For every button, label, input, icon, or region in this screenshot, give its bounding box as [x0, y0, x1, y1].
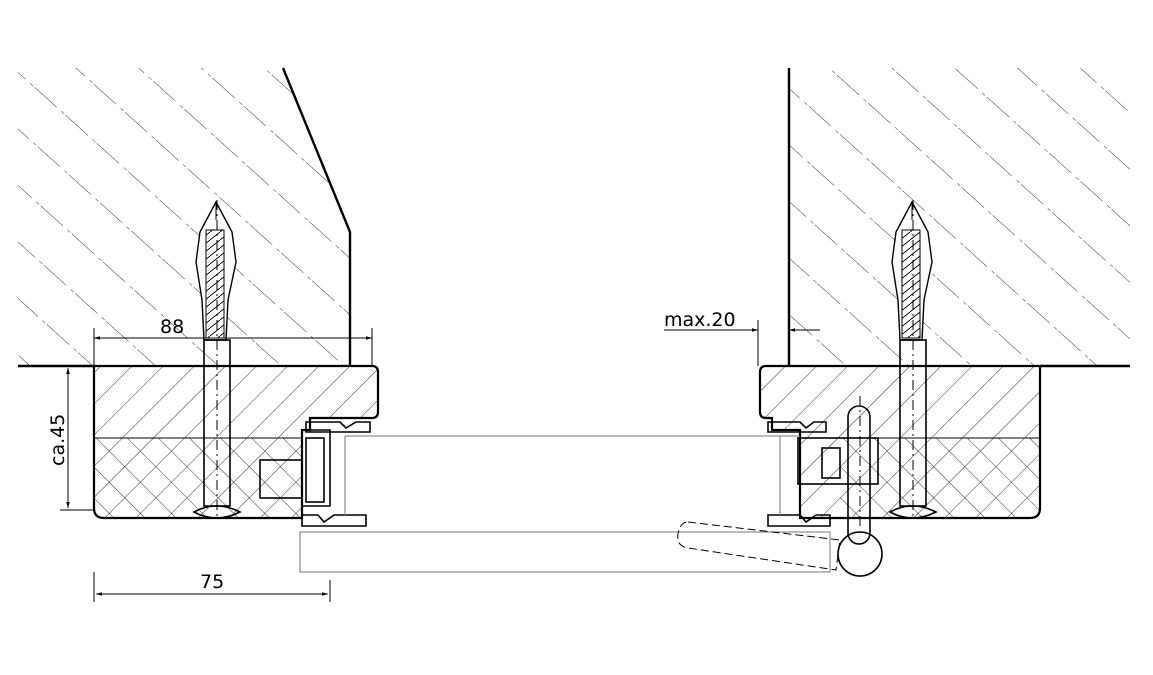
left-screw: [192, 200, 242, 520]
dimension-max20-label: max.20: [664, 309, 736, 331]
right-frame-block: [758, 364, 1042, 527]
dimension-max20: max.20: [664, 309, 820, 366]
left-wall: [18, 67, 352, 368]
dimension-88-label: 88: [160, 316, 184, 338]
left-frame-block: [92, 364, 380, 527]
door-handle: [677, 396, 883, 577]
dimension-75: 75: [93, 571, 331, 602]
door-panel: [299, 435, 831, 573]
dimension-ca45: ca.45: [47, 365, 94, 511]
dimension-75-label: 75: [200, 571, 224, 593]
dimension-ca45-label: ca.45: [47, 414, 69, 466]
dimension-88: 88: [93, 316, 373, 366]
right-wall: [787, 68, 1130, 368]
right-screw: [888, 200, 938, 520]
